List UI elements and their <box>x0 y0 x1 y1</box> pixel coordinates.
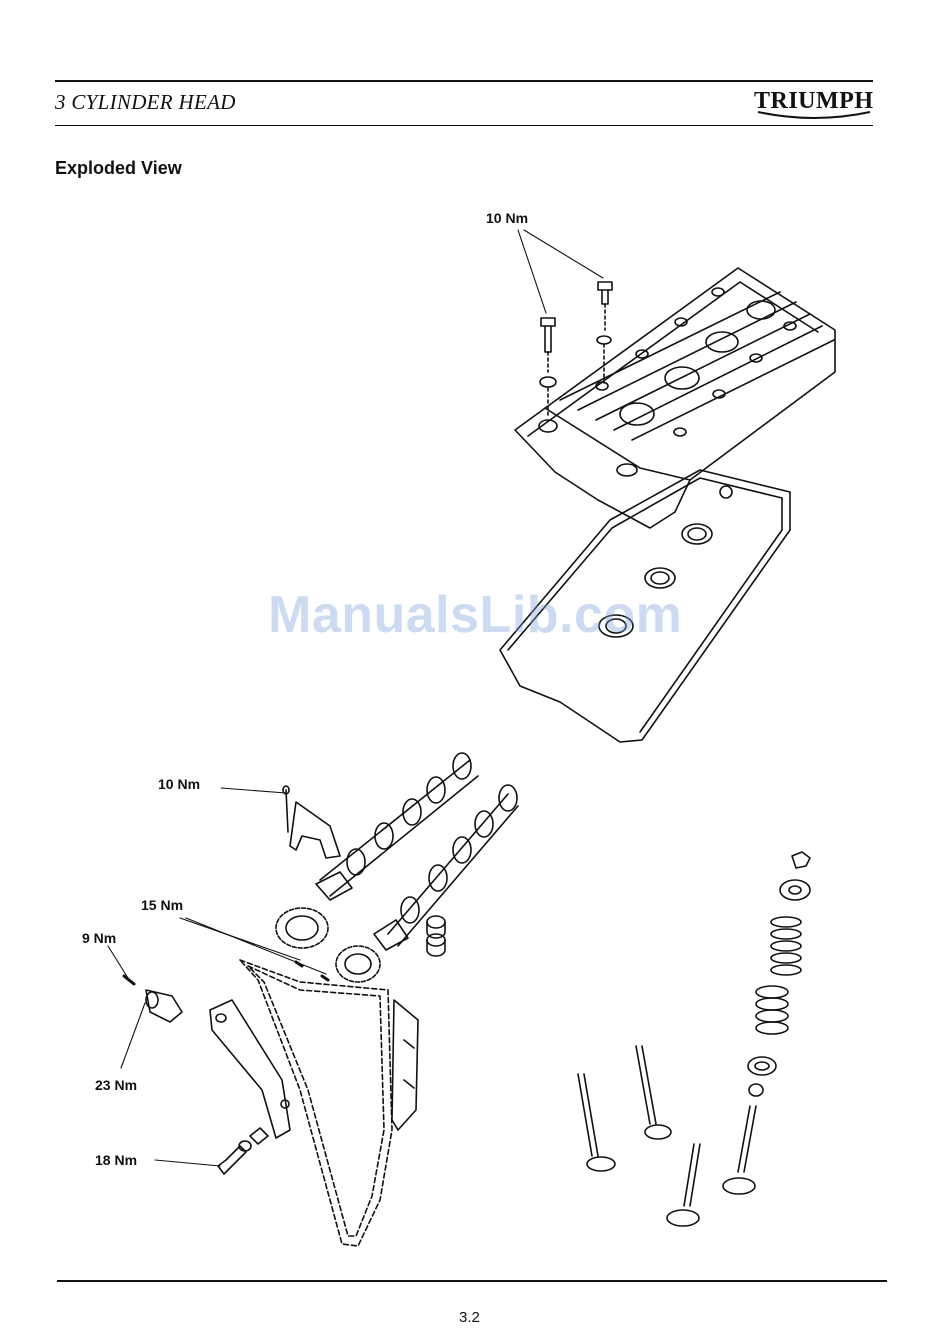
cam-bearing-cap <box>283 786 340 858</box>
tensioner-blade <box>210 1000 290 1138</box>
sprocket-bolts <box>296 962 328 980</box>
valves <box>578 1046 756 1226</box>
chain-guide-front <box>392 1000 418 1130</box>
intake-camshaft <box>374 785 518 950</box>
inner-valve-spring <box>756 986 788 1034</box>
footer-rule <box>57 1280 887 1282</box>
page-number: 3.2 <box>459 1309 480 1326</box>
exhaust-camshaft <box>316 753 478 900</box>
cam-chain <box>240 960 392 1246</box>
cam-cover <box>515 268 835 528</box>
guide-pivot-bolt <box>218 1128 268 1174</box>
valve-spring-retainer <box>780 880 810 900</box>
valve-collets <box>792 852 810 868</box>
watermark: ManualsLib.com <box>268 585 682 645</box>
outer-valve-spring <box>771 917 801 975</box>
cover-bolt-left <box>540 318 556 418</box>
tensioner-assembly <box>124 976 182 1022</box>
cam-sprockets <box>276 908 380 982</box>
leader-lines <box>108 230 603 1166</box>
spring-seat-and-stem-seal <box>748 1057 776 1096</box>
bucket-tappets <box>427 916 445 956</box>
